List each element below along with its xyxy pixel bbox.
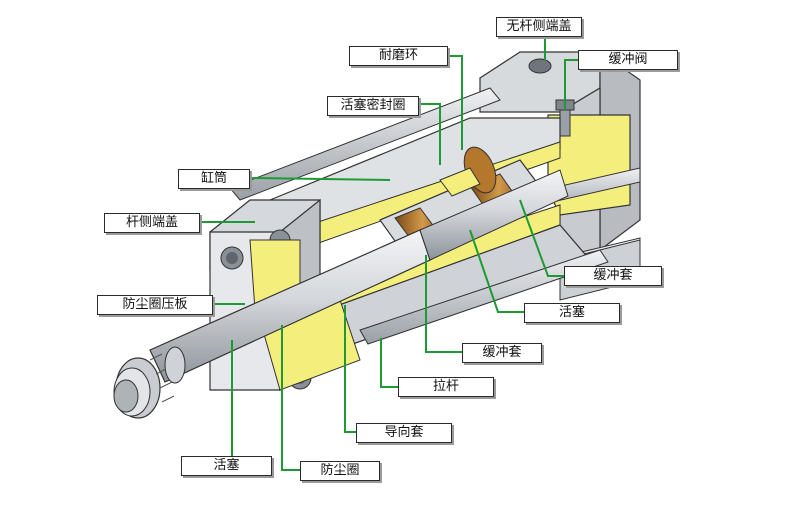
label-dust-ring: 防尘圈 xyxy=(300,461,380,481)
leader-cushion-sleeve-lower xyxy=(425,255,462,353)
leader-lines xyxy=(200,37,578,471)
label-rodless-end-cap: 无杆侧端盖 xyxy=(496,17,582,37)
label-dust-ring-plate: 防尘圈压板 xyxy=(97,295,213,315)
label-wear-ring: 耐磨环 xyxy=(349,46,448,66)
leader-cylinder-barrel xyxy=(249,177,391,181)
leader-piston xyxy=(469,229,524,313)
leader-cushion-sleeve-right xyxy=(519,199,564,277)
label-tie-rod: 拉杆 xyxy=(398,377,494,397)
label-guide-sleeve: 导向套 xyxy=(356,423,452,443)
label-piston-rod: 活塞 xyxy=(181,456,272,476)
tie-rod-upper xyxy=(229,87,501,201)
leader-piston-seal xyxy=(419,103,441,165)
piston-rod-shape xyxy=(149,169,569,383)
leader-dust-ring xyxy=(281,325,300,471)
label-cushion-sleeve-right: 缓冲套 xyxy=(564,266,662,286)
leader-wear-ring xyxy=(448,55,463,150)
leader-tie-rod xyxy=(380,338,398,388)
leader-guide-sleeve xyxy=(344,305,356,433)
label-cylinder-barrel: 缸筒 xyxy=(178,169,250,189)
rod-nut-shape xyxy=(113,346,186,419)
tie-rod-lower xyxy=(359,249,609,345)
label-cushion-valve: 缓冲阀 xyxy=(578,50,678,70)
label-rod-end-cap: 杆侧端盖 xyxy=(104,213,200,233)
label-cushion-sleeve-lower: 缓冲套 xyxy=(462,343,542,363)
rodless-end-cap-shape xyxy=(479,50,641,274)
label-piston-seal: 活塞密封圈 xyxy=(327,96,419,116)
label-piston: 活塞 xyxy=(524,303,620,323)
leader-cushion-valve xyxy=(564,59,578,110)
